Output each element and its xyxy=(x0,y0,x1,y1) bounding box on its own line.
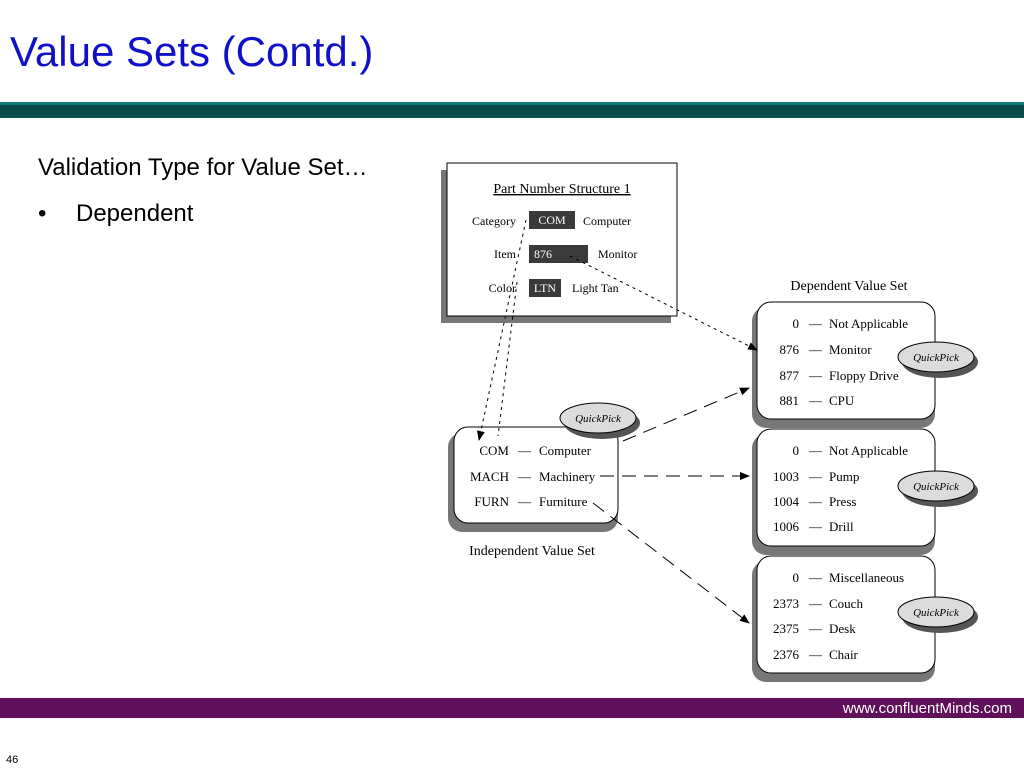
indep-row3-code: FURN xyxy=(474,494,509,509)
footer-url: www.confluentMinds.com xyxy=(842,700,1012,717)
independent-value-set-label: Independent Value Set xyxy=(469,544,595,559)
category-to-independent-arrow xyxy=(476,219,527,441)
dep2-row2-code: 1003 xyxy=(773,469,799,484)
quickpick-ellipse xyxy=(897,341,975,373)
dep3-row3-name: Desk xyxy=(829,621,856,636)
dep1-row1-dash: — xyxy=(808,316,823,331)
part-number-structure: Part Number Structure 1 Category COM Com… xyxy=(441,162,678,323)
footer-bar xyxy=(0,698,1024,718)
quickpick-badge-dependent-3: QuickPick xyxy=(897,596,978,633)
dep3-row1-name: Miscellaneous xyxy=(829,570,904,585)
color-to-independent-line xyxy=(497,281,518,437)
dep1-row3-code: 877 xyxy=(780,368,800,383)
dep1-row4-name: CPU xyxy=(829,393,855,408)
computer-to-dependent-1-arrow xyxy=(622,387,750,442)
dep3-row4-code: 2376 xyxy=(773,647,800,662)
dep2-row2-name: Pump xyxy=(829,469,859,484)
category-value: Computer xyxy=(583,214,631,228)
dep3-row4-name: Chair xyxy=(829,647,859,662)
slide-title: Value Sets (Contd.) xyxy=(10,28,374,75)
dep3-row4-dash: — xyxy=(808,647,823,662)
category-code-box xyxy=(529,211,575,229)
part-structure-title: Part Number Structure 1 xyxy=(493,182,630,197)
indep-row2-code: MACH xyxy=(470,469,509,484)
dep1-row2-dash: — xyxy=(808,342,823,357)
dependent-value-set-label: Dependent Value Set xyxy=(790,279,907,294)
category-code: COM xyxy=(538,213,566,227)
dep3-row1-dash: — xyxy=(808,570,823,585)
quickpick-label: QuickPick xyxy=(913,352,960,364)
dep2-row1-name: Not Applicable xyxy=(829,443,908,458)
body-heading: Validation Type for Value Set… xyxy=(38,154,368,181)
indep-row3-dash: — xyxy=(517,494,532,509)
header-divider-bar xyxy=(0,102,1024,118)
independent-set-box xyxy=(453,426,619,524)
quickpick-ellipse xyxy=(559,402,637,434)
dep1-row1-code: 0 xyxy=(793,316,800,331)
dep3-row1-code: 0 xyxy=(793,570,800,585)
indep-row1-code: COM xyxy=(479,443,509,458)
quickpick-label: QuickPick xyxy=(575,413,622,425)
quickpick-badge-independent: QuickPick xyxy=(559,402,640,439)
color-code: LTN xyxy=(534,281,557,295)
color-value: Light Tan xyxy=(572,281,619,295)
quickpick-label: QuickPick xyxy=(913,607,960,619)
dep3-row3-dash: — xyxy=(808,621,823,636)
dep2-row3-name: Press xyxy=(829,494,856,509)
dep2-row2-dash: — xyxy=(808,469,823,484)
dep2-row4-code: 1006 xyxy=(773,519,800,534)
dep3-row2-dash: — xyxy=(808,596,823,611)
dep2-row4-dash: — xyxy=(808,519,823,534)
slide-body: Validation Type for Value Set… • Dependen… xyxy=(38,152,378,230)
indep-row1-dash: — xyxy=(517,443,532,458)
item-code-box xyxy=(529,245,588,263)
dep1-row2-code: 876 xyxy=(780,342,800,357)
dep3-row2-name: Couch xyxy=(829,596,863,611)
dependent-set-2: 0 — Not Applicable 1003 — Pump 1004 — Pr… xyxy=(752,428,936,555)
furniture-to-dependent-3-arrow xyxy=(592,502,750,624)
dep3-row2-code: 2373 xyxy=(773,596,799,611)
dep1-row4-dash: — xyxy=(808,393,823,408)
dep1-row1-name: Not Applicable xyxy=(829,316,908,331)
indep-row2-name: Machinery xyxy=(539,469,596,484)
dep3-row3-code: 2375 xyxy=(773,621,799,636)
dependent-set-1: 0 — Not Applicable 876 — Monitor 877 — F… xyxy=(752,301,936,428)
item-value: Monitor xyxy=(598,247,637,261)
item-code: 876 xyxy=(534,247,552,261)
indep-row3-name: Furniture xyxy=(539,494,588,509)
dep1-row4-code: 881 xyxy=(780,393,800,408)
quickpick-ellipse xyxy=(897,470,975,502)
dep2-row1-code: 0 xyxy=(793,443,800,458)
quickpick-badge-dependent-2: QuickPick xyxy=(897,470,978,507)
item-label: Item xyxy=(494,247,517,261)
quickpick-badge-dependent-1: QuickPick xyxy=(897,341,978,378)
indep-row2-dash: — xyxy=(517,469,532,484)
part-structure-box xyxy=(446,162,678,317)
dep1-row2-name: Monitor xyxy=(829,342,872,357)
bullet-item: • Dependent xyxy=(38,198,378,230)
dep1-row3-name: Floppy Drive xyxy=(829,368,899,383)
color-label: Color xyxy=(489,281,516,295)
dep2-row3-code: 1004 xyxy=(773,494,800,509)
indep-row1-name: Computer xyxy=(539,443,592,458)
bullet-text: Dependent xyxy=(76,200,194,227)
dep2-row4-name: Drill xyxy=(829,519,854,534)
page-number: 46 xyxy=(6,754,19,766)
bullet-dot-icon: • xyxy=(38,200,47,227)
dep1-row3-dash: — xyxy=(808,368,823,383)
dependent-set-3: 0 — Miscellaneous 2373 — Couch 2375 — De… xyxy=(752,555,936,682)
quickpick-ellipse xyxy=(897,596,975,628)
color-code-box xyxy=(529,279,561,297)
quickpick-label: QuickPick xyxy=(913,481,960,493)
independent-value-set: COM — Computer MACH — Machinery FURN — F… xyxy=(448,426,619,532)
dep2-row3-dash: — xyxy=(808,494,823,509)
dep2-row1-dash: — xyxy=(808,443,823,458)
category-label: Category xyxy=(472,214,516,228)
